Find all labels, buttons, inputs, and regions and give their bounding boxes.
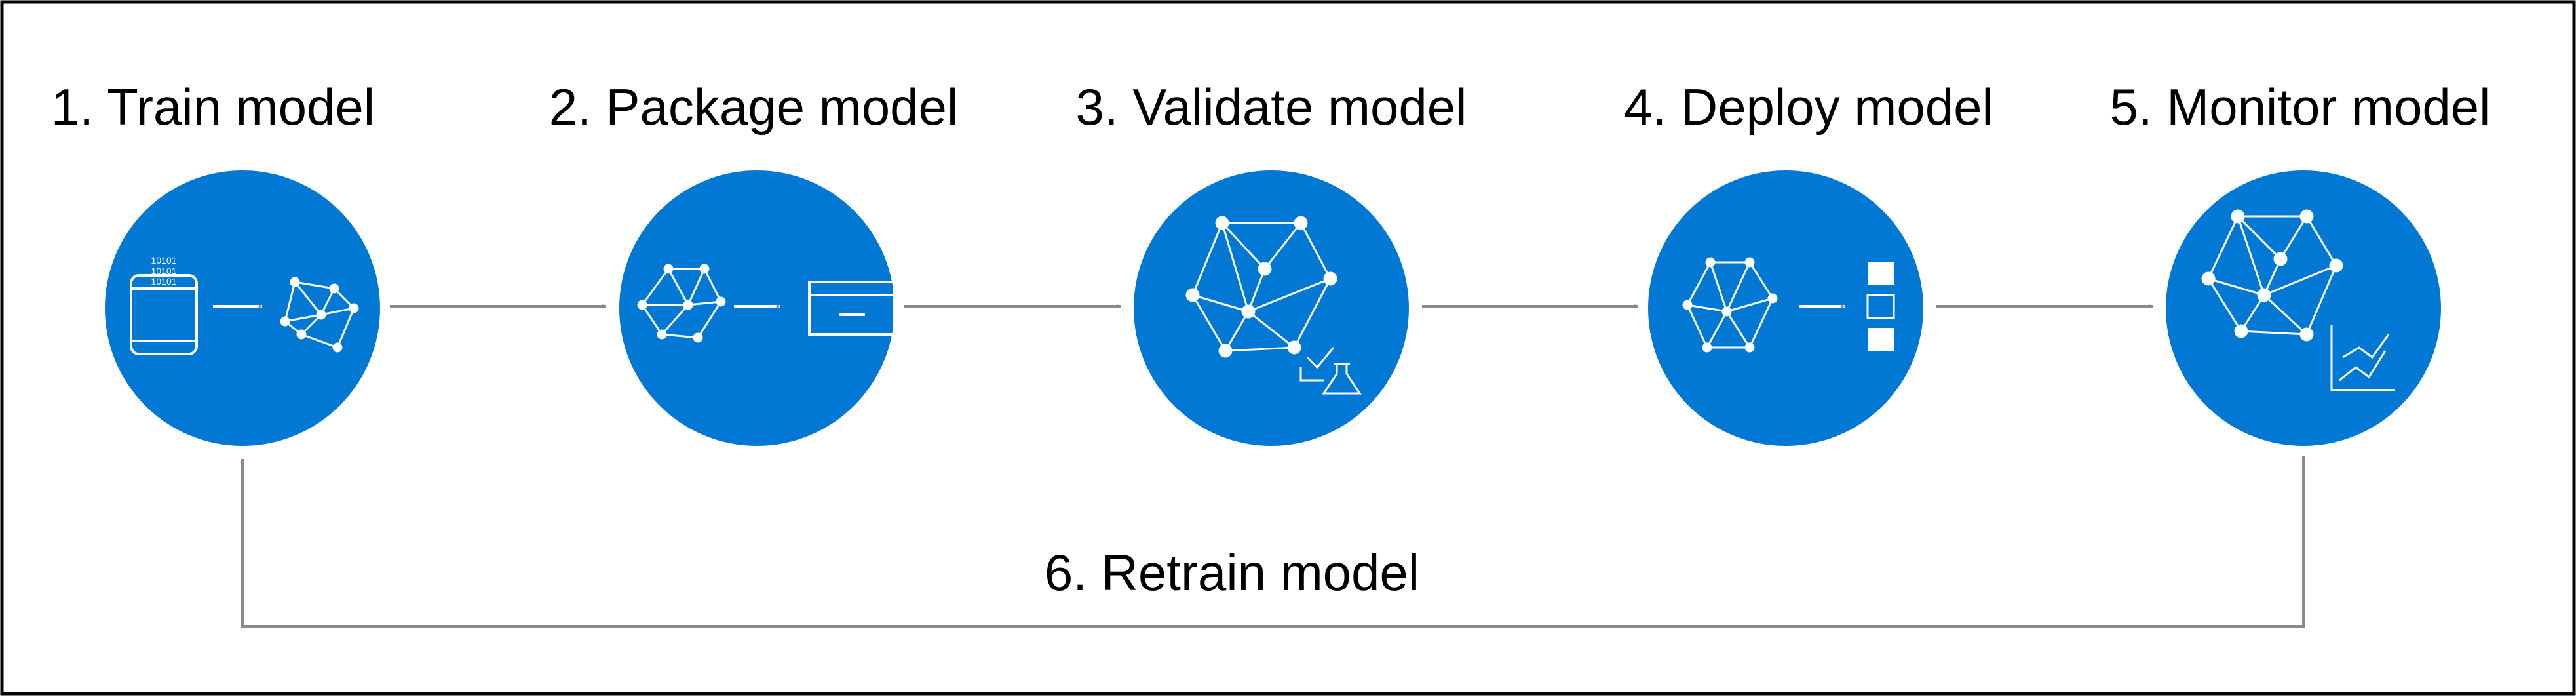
step-1-circle xyxy=(105,170,380,446)
deployment-boxes-icon xyxy=(1866,262,1895,351)
network-icon xyxy=(2201,209,2343,342)
step-4-title: 4. Deploy model xyxy=(1624,78,1993,136)
network-icon xyxy=(1682,257,1778,353)
step-1-title: 1. Train model xyxy=(51,78,375,136)
network-icon xyxy=(637,264,726,343)
step-4-circle xyxy=(1648,170,1923,446)
step-3-title: 3. Validate model xyxy=(1076,78,1467,136)
flask-icon xyxy=(1322,363,1362,395)
database-icon: 10101 10101 10101 xyxy=(130,255,198,355)
monitoring-chart-icon xyxy=(2330,325,2395,391)
step-2-title: 2. Package model xyxy=(549,78,958,136)
step-5-title: 5. Monitor model xyxy=(2110,78,2491,136)
arrow-retrain-loop xyxy=(240,456,2305,628)
package-icon xyxy=(808,281,896,336)
retrain-title: 6. Retrain model xyxy=(1045,544,1419,601)
binary-row-1: 10101 xyxy=(151,255,177,266)
step-5-circle xyxy=(2166,170,2441,446)
network-icon xyxy=(1185,216,1337,358)
network-icon xyxy=(280,277,359,353)
validation-check-icon xyxy=(1299,347,1335,382)
binary-row-3: 10101 xyxy=(151,276,177,287)
binary-row-2: 10101 xyxy=(151,266,177,276)
step-3-circle xyxy=(1134,170,1409,446)
step-2-circle xyxy=(619,170,894,446)
